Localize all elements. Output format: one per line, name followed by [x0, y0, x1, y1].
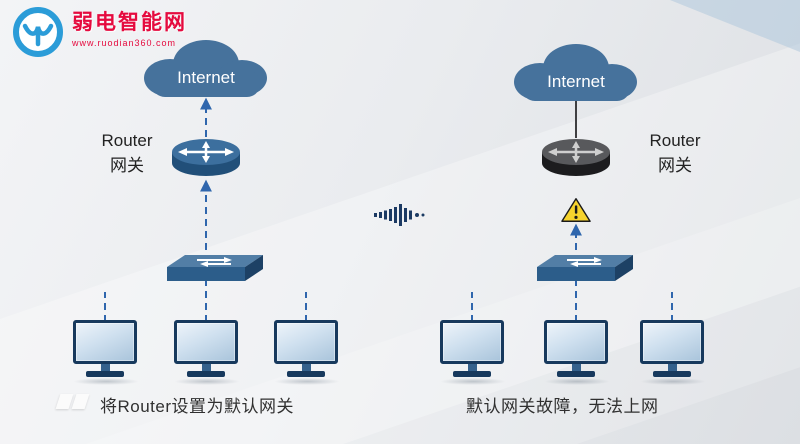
corner-decoration: [670, 0, 800, 52]
caption-right: 默认网关故障，无法上网: [466, 397, 659, 416]
logo-title: 弱电智能网: [72, 11, 187, 34]
computer-icon: [544, 320, 610, 385]
router-label-left: Router 网关: [84, 128, 170, 178]
computer-icon: [640, 320, 706, 385]
computer-icon: [440, 320, 506, 385]
internet-cloud-left: Internet: [132, 30, 280, 108]
waveform-divider-icon: [374, 204, 425, 226]
site-logo: 弱电智能网 www.ruodian360.com: [12, 6, 187, 58]
logo-icon: [13, 7, 63, 57]
caption-left: 将Router设置为默认网关: [100, 397, 295, 416]
switch-icon-right: [537, 255, 633, 281]
switch-icon-left: [167, 255, 263, 281]
router-label-en: Router: [101, 131, 153, 150]
computer-icon: [174, 320, 240, 385]
router-label-cn: 网关: [110, 156, 144, 175]
logo-subtitle: www.ruodian360.com: [72, 38, 177, 48]
cloud-label-left: Internet: [177, 68, 235, 87]
warning-icon: [561, 198, 591, 222]
cloud-icon: [144, 40, 267, 97]
internet-cloud-right: Internet: [502, 34, 650, 112]
router-label-en: Router: [649, 131, 701, 150]
router-label-right: Router 网关: [632, 128, 718, 178]
router-icon-right-failed: [542, 139, 610, 176]
cloud-icon: [514, 44, 637, 101]
computer-icon: [73, 320, 139, 385]
router-label-cn: 网关: [658, 156, 692, 175]
router-icon-left: [172, 139, 240, 176]
computer-icon: [274, 320, 340, 385]
cloud-label-right: Internet: [547, 72, 605, 91]
